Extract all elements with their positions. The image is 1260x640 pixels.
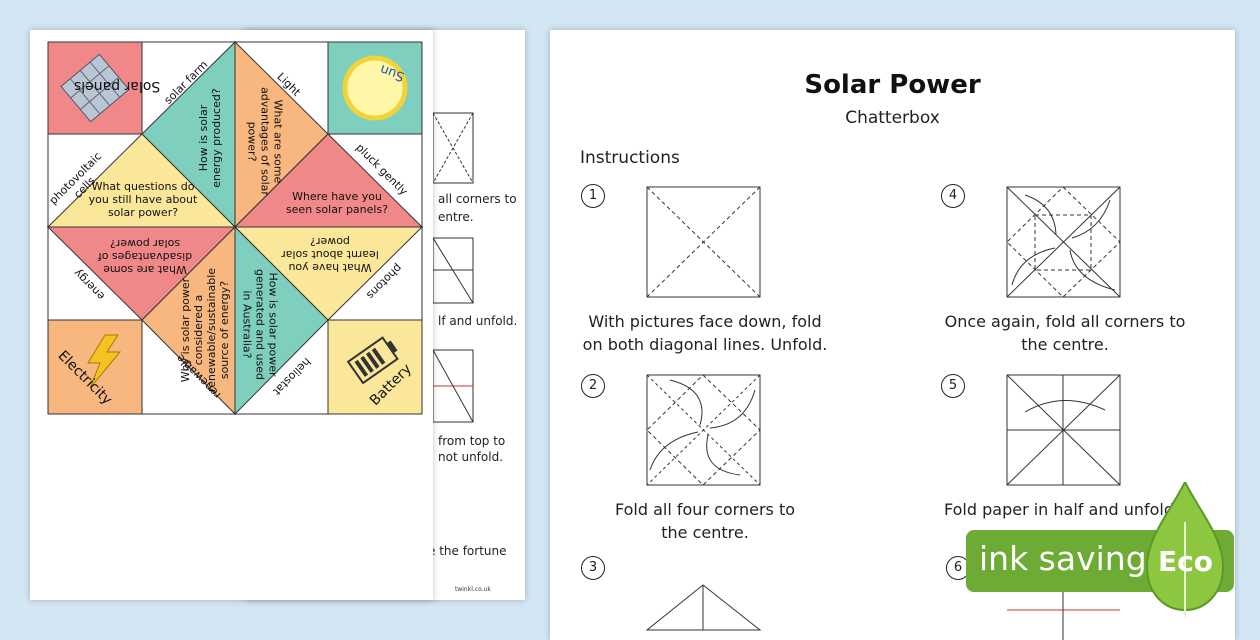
back-fold-diagrams: [432, 112, 474, 423]
back-text: from top to: [438, 434, 506, 448]
step-instruction-l2: the centre.: [661, 523, 749, 542]
leaf-icon: [1145, 482, 1225, 617]
ink-saving-text: ink saving: [979, 539, 1147, 578]
question: Why is solar power considered a renewabl…: [179, 267, 231, 393]
eco-label: Eco: [1158, 545, 1213, 578]
question: What are some advantages of solar power?: [245, 87, 285, 196]
step-instruction-l1: Fold paper in half and unfold.: [944, 500, 1180, 519]
section-heading: Instructions: [580, 148, 680, 168]
back-text: lf and unfold.: [438, 314, 518, 328]
back-footer: twinkl.co.uk: [455, 586, 491, 593]
step-instruction-l1: Once again, fold all corners to: [944, 312, 1186, 331]
step-instruction-l1: With pictures face down, fold: [588, 312, 822, 331]
step-instruction-l2: on both diagonal lines. Unfold.: [582, 335, 828, 354]
back-text: e the fortune: [428, 544, 507, 558]
question: Where have you seen solar panels?: [285, 190, 389, 216]
back-text: all corners to: [438, 192, 517, 206]
step-instruction-l2: the centre.: [1021, 335, 1109, 354]
question: How is solar power generated and used in…: [240, 269, 280, 380]
question: How is solar energy produced?: [197, 88, 223, 188]
step-number: 2: [581, 374, 605, 398]
page-subtitle: Chatterbox: [845, 108, 940, 128]
step-number: 5: [941, 374, 965, 398]
back-text: not unfold.: [438, 450, 504, 464]
fortune-teller-sheet: Solar panels Sun Electricity Battery sol…: [30, 30, 433, 600]
step-instruction-l1: Fold all four corners to: [614, 500, 796, 519]
question: What questions do you still have about s…: [88, 180, 198, 219]
step-number: 1: [581, 184, 605, 208]
back-text: entre.: [438, 210, 474, 224]
page-title: Solar Power: [804, 70, 981, 100]
corner-label-solar-panels: Solar panels: [74, 78, 161, 94]
question: What have you learnt about solar power?: [281, 235, 379, 274]
step-number: 3: [581, 556, 605, 580]
step-number: 4: [941, 184, 965, 208]
fortune-teller-grid: [46, 40, 424, 416]
